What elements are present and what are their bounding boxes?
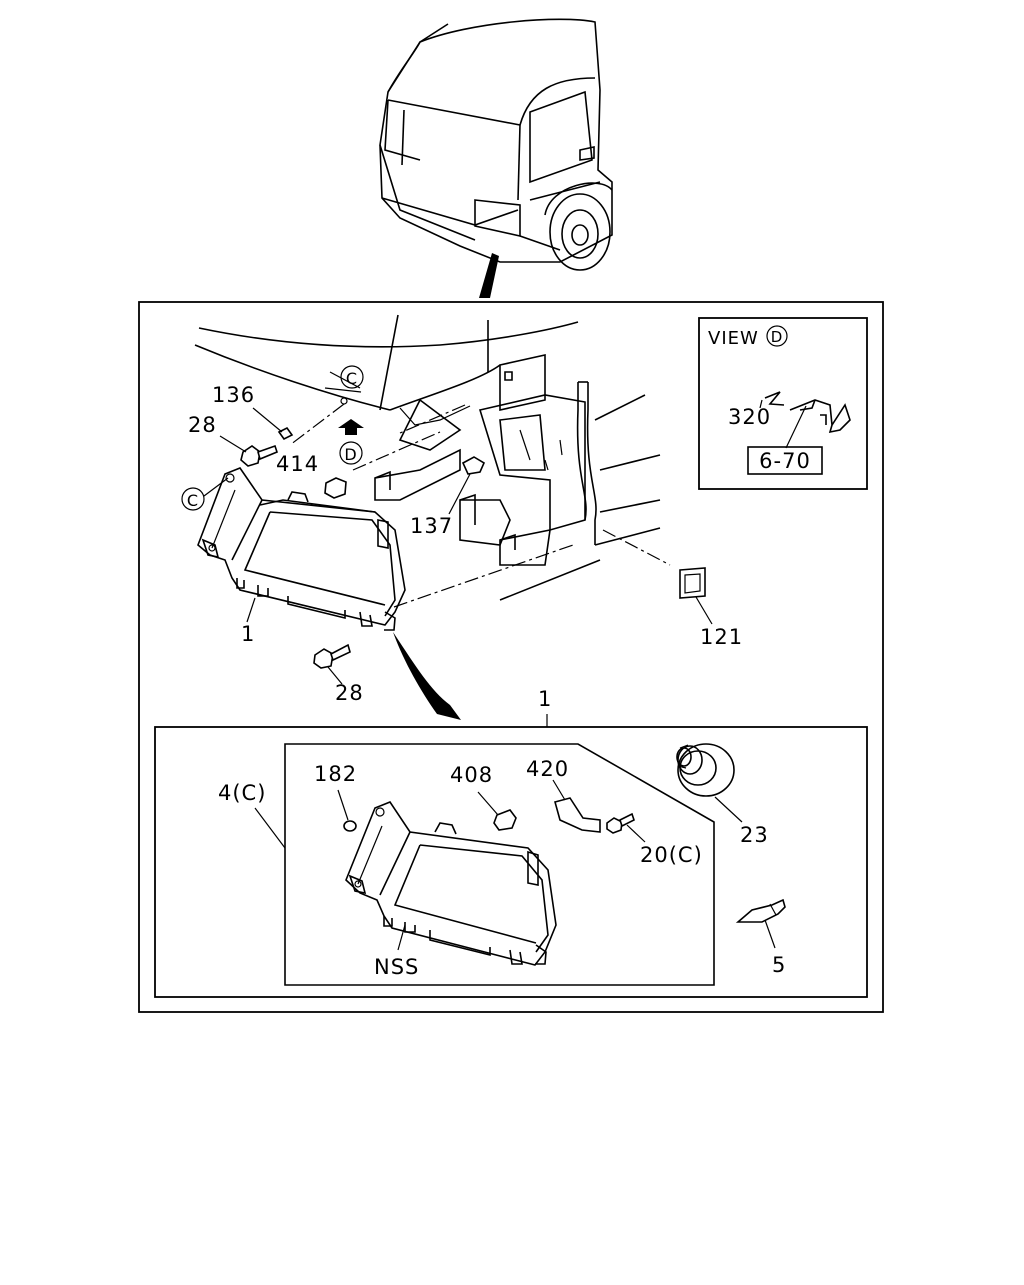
- headlamp-assembly-exploded: [345, 801, 557, 966]
- leader-lines: [289, 403, 671, 608]
- part-28-bolt-lower: [313, 643, 351, 669]
- view-d-marker: D: [771, 328, 784, 346]
- callout-121: 121: [700, 625, 743, 649]
- d-marker-circle: [339, 441, 363, 465]
- headlamp-assembly-main: [197, 467, 406, 631]
- callout-20c: 20(C): [640, 843, 703, 867]
- leader-1a: [246, 597, 256, 623]
- view-direction-arrow: [338, 419, 364, 435]
- truck-cab-illustration: [379, 18, 613, 271]
- leader-6-70: [785, 405, 807, 449]
- assembly-subframe: [284, 743, 715, 986]
- callout-320: 320: [728, 405, 771, 429]
- callout-137: 137: [410, 514, 453, 538]
- leader-320: [759, 399, 763, 409]
- part-23-socket: [676, 743, 735, 797]
- c-marker-left-leader: [203, 477, 229, 497]
- view-d-title: VIEW: [708, 328, 759, 349]
- exploded-detail-box: [154, 726, 868, 998]
- c-marker-circle-left: [181, 487, 205, 511]
- part-121-gasket: [679, 567, 706, 599]
- leader-121: [695, 596, 713, 625]
- c-marker-circle-top: [340, 365, 364, 389]
- leader-137: [448, 473, 471, 515]
- leader-408: [477, 791, 499, 816]
- detail-arrow-lower: [393, 632, 461, 720]
- detail-arrow-top: [479, 253, 499, 298]
- leader-182: [337, 789, 349, 821]
- callout-408: 408: [450, 763, 493, 787]
- part-137-shape: [461, 456, 486, 475]
- callout-28a: 28: [188, 413, 217, 437]
- leader-nss: [397, 924, 406, 951]
- c-marker-left: C: [187, 491, 199, 510]
- leader-28a: [219, 435, 247, 453]
- view-d-inset: [698, 317, 868, 490]
- callout-23: 23: [740, 823, 769, 847]
- callout-1b: 1: [538, 687, 552, 711]
- part-182-shape: [343, 820, 357, 832]
- callout-420: 420: [526, 757, 569, 781]
- leader-136: [252, 407, 283, 433]
- leader-5: [764, 919, 776, 949]
- d-marker: D: [344, 445, 357, 464]
- leader-23: [714, 796, 743, 823]
- cab-structure-lines: [194, 314, 661, 601]
- c-marker-top: C: [346, 369, 358, 388]
- callout-414: 414: [276, 452, 319, 476]
- ref-6-70: 6-70: [759, 449, 811, 473]
- part-408-shape: [493, 809, 517, 831]
- part-136-shape: [277, 426, 294, 441]
- callout-28b: 28: [335, 681, 364, 705]
- leader-28b: [327, 666, 343, 685]
- leader-420: [552, 779, 566, 801]
- callout-5: 5: [772, 953, 786, 977]
- view-d-detail: [764, 391, 851, 434]
- ref-6-70-box: [747, 446, 823, 475]
- part-5-bulb: [735, 898, 786, 923]
- callout-182: 182: [314, 762, 357, 786]
- callout-nss: NSS: [374, 955, 419, 979]
- leader-4c: [254, 807, 286, 849]
- callout-4c: 4(C): [218, 781, 266, 805]
- part-20c-screw: [606, 812, 635, 834]
- leader-20c: [626, 824, 646, 843]
- part-28-bolt-upper: [240, 444, 278, 467]
- view-d-marker-circle: [766, 325, 788, 347]
- main-frame: [138, 301, 884, 1013]
- callout-1a: 1: [241, 622, 255, 646]
- c-marker-leader: [324, 387, 362, 393]
- callout-136: 136: [212, 383, 255, 407]
- locator-dot: [340, 397, 348, 405]
- part-420-shape: [554, 797, 601, 833]
- part-414-shape: [324, 477, 347, 499]
